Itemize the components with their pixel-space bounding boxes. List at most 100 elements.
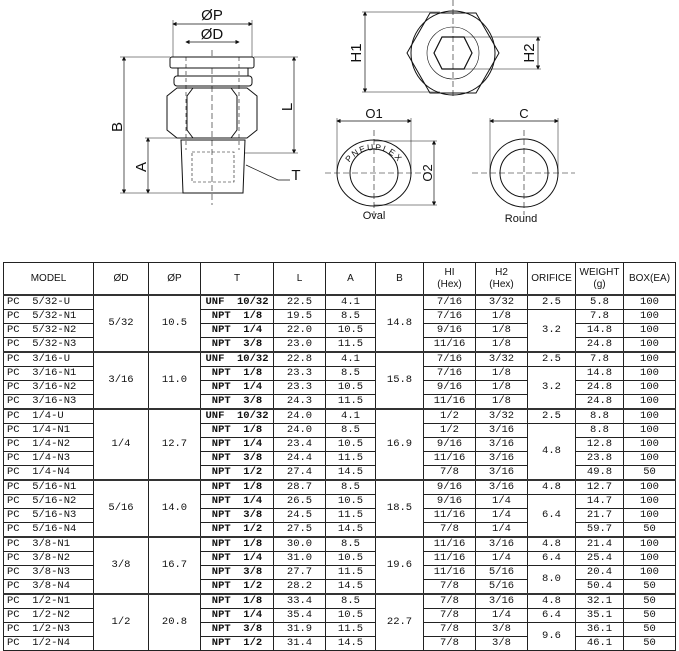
cell-h1: 9/16	[423, 437, 476, 452]
cell-model: PC 3/8-N2	[3, 551, 94, 566]
label-l: L	[279, 103, 296, 111]
cell-orifice: 3.2	[527, 309, 576, 353]
cell-a: 14.5	[325, 636, 376, 651]
cell-a: 11.5	[325, 451, 376, 466]
cell-box: 100	[623, 380, 676, 395]
cell-h2: 1/8	[475, 394, 528, 410]
cell-orifice: 2.5	[527, 408, 576, 424]
cell-thread: NPT 1/8	[200, 536, 274, 552]
cell-box: 50	[623, 522, 676, 538]
cell-model: PC 3/16-N1	[3, 366, 94, 381]
cell-box: 50	[623, 636, 676, 651]
cell-orifice: 3.2	[527, 366, 576, 410]
cell-model: PC 1/4-N1	[3, 423, 94, 438]
cell-orifice: 4.8	[527, 593, 576, 609]
oval-end-view	[325, 118, 437, 215]
cell-h1: 9/16	[423, 494, 476, 509]
cell-h2: 3/8	[475, 622, 528, 637]
cell-thread: NPT 1/2	[200, 579, 274, 595]
cell-model: PC 5/32-N3	[3, 337, 94, 353]
header-orifice: ORIFICE	[527, 262, 576, 296]
cell-model: PC 3/8-N1	[3, 536, 94, 552]
cell-l: 24.5	[273, 508, 326, 523]
cell-a: 4.1	[325, 351, 376, 367]
cell-thread: NPT 1/4	[200, 608, 274, 623]
cell-h2: 1/4	[475, 494, 528, 509]
header-od: ØD	[93, 262, 149, 296]
cell-weight: 24.8	[575, 337, 624, 353]
label-h1: H1	[348, 43, 365, 62]
cell-model: PC 5/16-N3	[3, 508, 94, 523]
cell-h2: 3/32	[475, 408, 528, 424]
cell-l: 30.0	[273, 536, 326, 552]
cell-thread: NPT 1/8	[200, 479, 274, 495]
cell-h1: 11/16	[423, 508, 476, 523]
cell-thread: NPT 1/4	[200, 437, 274, 452]
cell-weight: 49.8	[575, 465, 624, 481]
cell-box: 50	[623, 593, 676, 609]
cell-thread: NPT 1/8	[200, 309, 274, 324]
cell-h1: 7/8	[423, 522, 476, 538]
cell-l: 26.5	[273, 494, 326, 509]
cell-od: 1/2	[93, 593, 149, 651]
cell-box: 50	[623, 622, 676, 637]
cell-weight: 14.8	[575, 323, 624, 338]
cell-b: 18.5	[375, 479, 424, 538]
cell-box: 50	[623, 608, 676, 623]
cell-box: 100	[623, 451, 676, 466]
cell-weight: 59.7	[575, 522, 624, 538]
header-h2: H2 (Hex)	[475, 262, 528, 296]
cell-weight: 14.7	[575, 494, 624, 509]
cell-l: 33.4	[273, 593, 326, 609]
cell-a: 14.5	[325, 465, 376, 481]
cell-op: 20.8	[148, 593, 201, 651]
cell-a: 8.5	[325, 423, 376, 438]
header-b: B	[375, 262, 424, 296]
cell-weight: 12.8	[575, 437, 624, 452]
cell-weight: 5.8	[575, 294, 624, 310]
header-model: MODEL	[3, 262, 94, 296]
cell-weight: 46.1	[575, 636, 624, 651]
cell-model: PC 5/32-N2	[3, 323, 94, 338]
cell-thread: UNF 10/32	[200, 294, 274, 310]
cell-box: 100	[623, 351, 676, 367]
side-view	[120, 20, 298, 205]
cell-thread: NPT 1/8	[200, 593, 274, 609]
cell-model: PC 1/2-N3	[3, 622, 94, 637]
cell-h2: 1/8	[475, 323, 528, 338]
label-c: C	[519, 106, 528, 121]
cell-a: 10.5	[325, 551, 376, 566]
cell-weight: 24.8	[575, 380, 624, 395]
cell-l: 27.4	[273, 465, 326, 481]
cell-h1: 11/16	[423, 451, 476, 466]
cell-model: PC 5/16-N4	[3, 522, 94, 538]
cell-box: 100	[623, 508, 676, 523]
cell-h2: 3/16	[475, 536, 528, 552]
cell-h1: 7/8	[423, 622, 476, 637]
cell-weight: 32.1	[575, 593, 624, 609]
cell-h2: 3/16	[475, 451, 528, 466]
cell-orifice: 4.8	[527, 423, 576, 481]
cell-h2: 5/16	[475, 579, 528, 595]
cell-a: 14.5	[325, 522, 376, 538]
cell-h1: 7/8	[423, 608, 476, 623]
label-b: B	[109, 122, 126, 132]
cell-od: 1/4	[93, 408, 149, 481]
cell-box: 100	[623, 337, 676, 353]
cell-thread: UNF 10/32	[200, 351, 274, 367]
cell-l: 28.2	[273, 579, 326, 595]
cell-op: 12.7	[148, 408, 201, 481]
top-view	[362, 0, 541, 98]
cell-l: 31.0	[273, 551, 326, 566]
cell-od: 5/16	[93, 479, 149, 538]
label-od: ØD	[201, 26, 224, 43]
cell-a: 11.5	[325, 337, 376, 353]
cell-weight: 23.8	[575, 451, 624, 466]
cell-h2: 1/4	[475, 522, 528, 538]
